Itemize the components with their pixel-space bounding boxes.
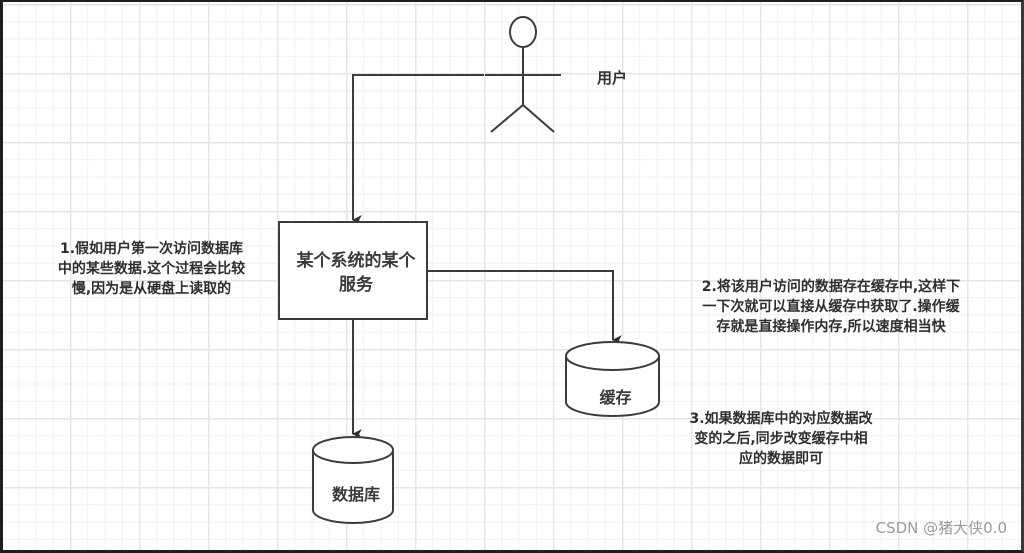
- stick-figure-icon[interactable]: [485, 16, 561, 133]
- cache-cylinder[interactable]: [565, 341, 660, 417]
- database-cylinder[interactable]: [312, 436, 394, 524]
- service-node-label: 某个系统的某个服务: [282, 224, 430, 321]
- service-node-text: 某个系统的某个服务: [296, 250, 416, 295]
- note-2-line: 2.将该用户访问的数据存在缓存中,这样下: [701, 279, 961, 295]
- service-node-box[interactable]: [278, 221, 428, 320]
- stick-figure-head: [509, 16, 537, 48]
- note-1: 1.假如用户第一次访问数据库 中的某些数据.这个过程会比较 慢,因为是从硬盘上读…: [30, 239, 273, 299]
- stick-figure-leg-right: [522, 104, 555, 133]
- note-3-line: 变的之后,同步改变缓存中相: [694, 431, 868, 447]
- watermark: CSDN @猪大侠0.0: [875, 519, 1007, 537]
- note-3-line: 应的数据即可: [739, 451, 823, 467]
- note-2: 2.将该用户访问的数据存在缓存中,这样下 一下次就可以直接从缓存中获取了.操作缓…: [666, 277, 996, 337]
- database-node-label: 数据库: [331, 485, 380, 504]
- edge-service-to-cache: [427, 270, 622, 345]
- stick-figure-leg-left: [490, 104, 524, 133]
- note-1-line: 1.假如用户第一次访问数据库: [59, 241, 244, 257]
- note-1-line: 慢,因为是从硬盘上读取的: [71, 281, 232, 297]
- edge-user-to-service: [352, 74, 484, 225]
- note-1-line: 中的某些数据.这个过程会比较: [57, 261, 246, 277]
- note-2-line: 一下次就可以直接从缓存中获取了.操作缓: [702, 299, 960, 315]
- note-3: 3.如果数据库中的对应数据改 变的之后,同步改变缓存中相 应的数据即可: [671, 409, 891, 469]
- note-2-line: 存就是直接操作内存,所以速度相当快: [716, 319, 946, 335]
- note-3-line: 3.如果数据库中的对应数据改: [689, 411, 873, 427]
- cache-node-label: 缓存: [599, 388, 632, 407]
- actor-label: 用户: [597, 69, 628, 87]
